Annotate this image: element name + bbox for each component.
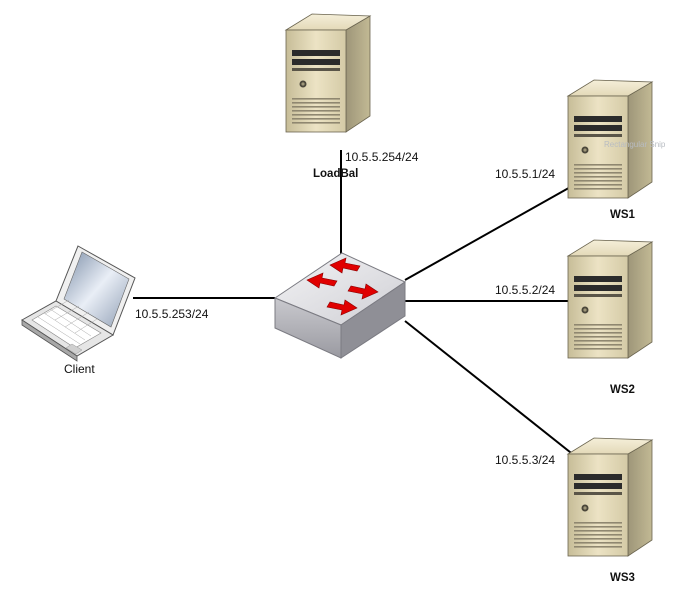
ws1-ip-label: 10.5.5.1/24	[495, 167, 555, 181]
switch-arrows-icon	[306, 257, 379, 316]
laptop-icon	[21, 245, 136, 362]
ws2-ip-label: 10.5.5.2/24	[495, 283, 555, 297]
ws3-ip-label: 10.5.5.3/24	[495, 453, 555, 467]
loadbal-name-label: LoadBal	[313, 168, 358, 180]
ws3-server-icon	[567, 437, 653, 557]
switch-icon	[273, 252, 407, 359]
ws2-name-label: WS2	[610, 384, 635, 396]
client-name-label: Client	[64, 362, 95, 376]
ws2-server-icon	[567, 239, 653, 359]
ws1-server-icon	[567, 79, 653, 199]
ws1-name-label: WS1	[610, 209, 636, 221]
ws3-name-label: WS3	[610, 572, 635, 584]
client-ip-label: 10.5.5.253/24	[135, 307, 209, 321]
connection-lines	[133, 150, 581, 461]
link-switch-ws1	[404, 184, 575, 281]
link-switch-ws3	[404, 320, 581, 461]
loadbal-ip-label: 10.5.5.254/24	[345, 150, 419, 164]
snip-watermark: Rectangular Snip	[604, 140, 666, 149]
loadbal-server-icon	[285, 13, 371, 133]
